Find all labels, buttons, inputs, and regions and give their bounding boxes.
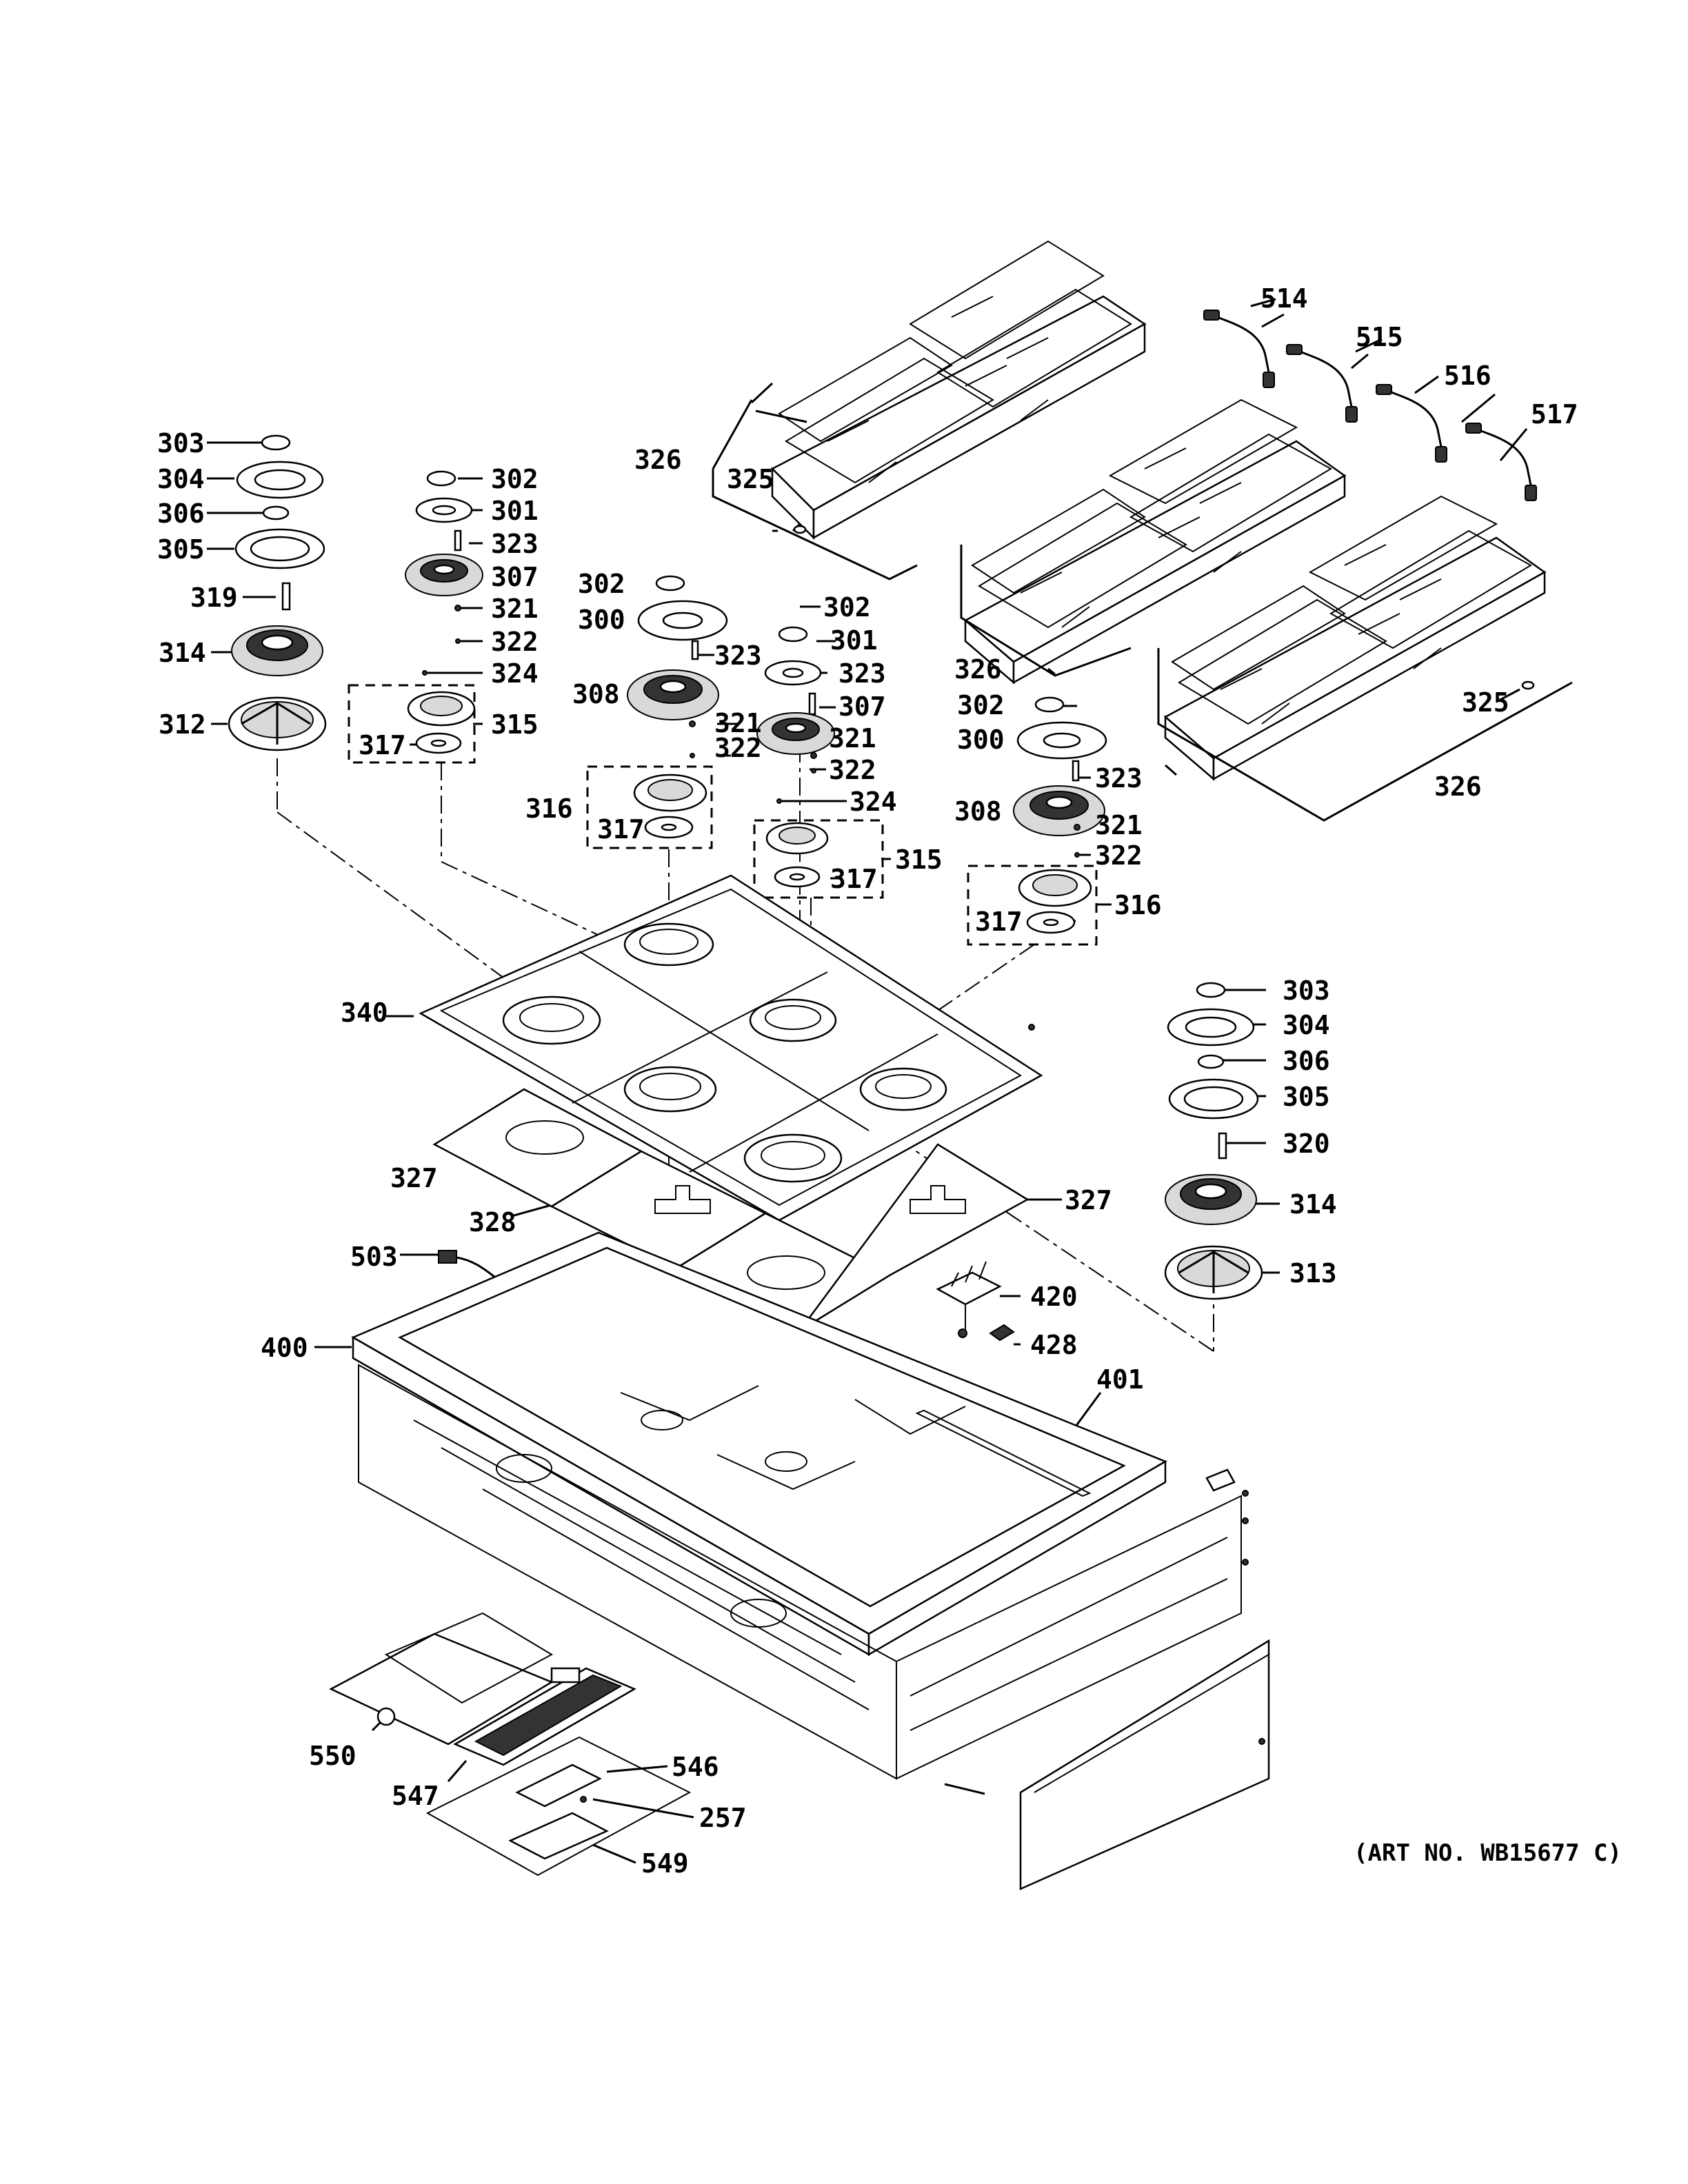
connector-428: [989, 1324, 1015, 1342]
callout-401: 401: [1096, 1364, 1144, 1395]
callout-340: 340: [341, 998, 388, 1028]
callout-321: 321: [491, 594, 539, 624]
callout-315: 315: [491, 709, 539, 740]
spark-module-420: [936, 1261, 1002, 1338]
callout-257: 257: [699, 1803, 747, 1833]
callout-325: 325: [1462, 687, 1509, 718]
callout-307: 307: [491, 562, 539, 592]
callout-306: 306: [1283, 1046, 1330, 1076]
right-large-burner-stack: [1164, 982, 1263, 1300]
callout-428: 428: [1030, 1330, 1078, 1360]
callout-516: 516: [1444, 361, 1491, 391]
callout-517: 517: [1531, 399, 1578, 429]
callout-316: 316: [1114, 890, 1162, 920]
callout-323: 323: [491, 529, 539, 559]
burner-box: [419, 874, 1043, 1222]
callout-303: 303: [1283, 975, 1330, 1006]
callout-327: 327: [1065, 1185, 1112, 1215]
callout-306: 306: [157, 498, 205, 529]
callout-314: 314: [159, 638, 206, 668]
callout-320: 320: [1283, 1129, 1330, 1159]
callout-301: 301: [830, 625, 878, 656]
callout-307: 307: [838, 691, 886, 722]
callout-302: 302: [578, 569, 625, 599]
callout-322: 322: [1095, 840, 1143, 871]
callout-325: 325: [727, 464, 774, 494]
callout-546: 546: [672, 1752, 719, 1782]
callout-326: 326: [634, 445, 682, 475]
callout-302: 302: [957, 690, 1005, 720]
control-electronics: [329, 1612, 692, 1877]
callout-328: 328: [469, 1207, 516, 1237]
callout-316: 316: [525, 793, 573, 824]
callout-315: 315: [895, 845, 943, 875]
callout-317: 317: [597, 814, 645, 845]
callout-515: 515: [1356, 322, 1403, 352]
callout-308: 308: [572, 679, 620, 709]
callout-319: 319: [190, 583, 238, 613]
art-number: (ART NO. WB15677 C): [1354, 1839, 1622, 1867]
callout-313: 313: [1289, 1258, 1337, 1288]
callout-503: 503: [350, 1242, 398, 1272]
callout-308: 308: [954, 796, 1002, 827]
leader-lines: [207, 298, 1528, 1864]
callout-327: 327: [390, 1163, 438, 1193]
callout-326: 326: [1434, 771, 1482, 802]
callout-400: 400: [261, 1333, 308, 1363]
callout-324: 324: [491, 658, 539, 689]
callout-317: 317: [975, 907, 1023, 937]
callout-304: 304: [157, 464, 205, 494]
callout-549: 549: [641, 1848, 689, 1879]
center-left-burner-stack: [627, 575, 728, 839]
callout-314: 314: [1289, 1189, 1337, 1220]
callout-322: 322: [714, 733, 762, 763]
callout-304: 304: [1283, 1010, 1330, 1040]
callout-312: 312: [159, 709, 206, 740]
callout-321: 321: [829, 723, 876, 754]
callout-302: 302: [823, 592, 871, 623]
callout-323: 323: [1095, 763, 1143, 793]
heat-shields: [432, 1088, 1029, 1332]
subassembly-boxes: [348, 684, 1098, 946]
callout-323: 323: [714, 640, 762, 671]
callout-321: 321: [1095, 810, 1143, 840]
callout-317: 317: [830, 864, 878, 894]
left-large-burner-stack: [228, 434, 327, 751]
right-burner-stack: [1013, 696, 1107, 934]
callout-321: 321: [714, 708, 762, 738]
callout-301: 301: [491, 496, 539, 526]
callout-302: 302: [491, 464, 539, 494]
callout-323: 323: [838, 658, 886, 689]
grates: [712, 240, 1573, 822]
callout-317: 317: [359, 730, 406, 760]
callout-303: 303: [157, 428, 205, 458]
callout-326: 326: [954, 654, 1002, 685]
callout-322: 322: [491, 627, 539, 657]
chassis: [351, 1231, 1270, 1890]
callout-420: 420: [1030, 1282, 1078, 1312]
callout-324: 324: [850, 787, 897, 817]
callout-547: 547: [392, 1781, 439, 1811]
center-right-burner-stack: [756, 626, 835, 888]
callout-514: 514: [1260, 283, 1308, 314]
gas-hoses: [1203, 310, 1537, 501]
callout-300: 300: [578, 605, 625, 635]
callout-305: 305: [1283, 1082, 1330, 1112]
callout-300: 300: [957, 725, 1005, 755]
callout-322: 322: [829, 755, 876, 785]
left-small-burner-stack: [405, 470, 483, 754]
callout-550: 550: [309, 1741, 356, 1771]
callout-305: 305: [157, 534, 205, 565]
